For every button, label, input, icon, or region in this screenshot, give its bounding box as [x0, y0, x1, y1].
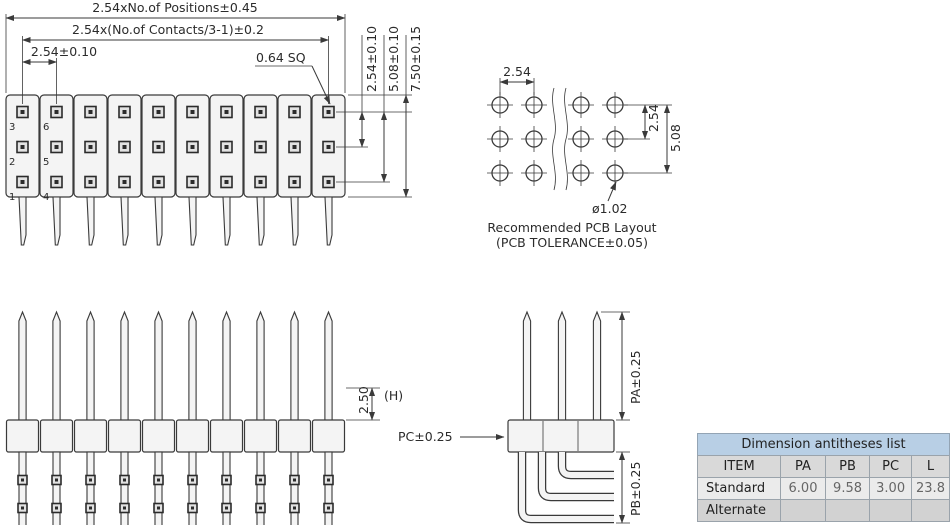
cell-standard-pc: 3.00 — [869, 477, 912, 500]
dim-pa-label: PA±0.25 — [628, 350, 643, 404]
dim-body-height-label: 7.50±0.15 — [408, 26, 423, 92]
pcb-caption-line1: Recommended PCB Layout — [487, 220, 656, 235]
table-row-standard: Standard 6.00 9.58 3.00 23.8 — [696, 477, 950, 500]
pcb-h-pitch-label: 2.54 — [503, 64, 531, 79]
dim-pin-square-label: 0.64 SQ — [256, 50, 306, 65]
front-view: 3 6 2 5 1 4 2.54xNo.of Positions±0.45 2.… — [5, 0, 423, 246]
front-view-pin-tails — [18, 196, 333, 246]
pcb-holes — [486, 91, 629, 187]
front-view-body — [5, 94, 346, 198]
dim-row-span-label: 5.08±0.10 — [386, 26, 401, 92]
col-header-pa: PA — [780, 455, 826, 478]
cell-standard-l: 23.8 — [911, 477, 950, 500]
pin-number-4: 4 — [43, 192, 49, 203]
pcb-v-span-label: 5.08 — [668, 124, 683, 152]
col-header-l: L — [911, 455, 950, 478]
break-line-left — [552, 87, 556, 191]
cell-alternate-pa — [780, 499, 826, 522]
cell-alternate-item: Alternate — [696, 499, 782, 522]
col-header-pc: PC — [869, 455, 912, 478]
hole-dia-label: ø1.02 — [592, 201, 627, 216]
cell-alternate-pc — [869, 499, 912, 522]
pin-square-leader — [311, 65, 331, 105]
dim-pc-label: PC±0.25 — [398, 429, 453, 444]
dim-pitch-label: 2.54±0.10 — [31, 44, 97, 59]
dimension-table: Dimension antitheses list ITEM PA PB PC … — [696, 433, 950, 522]
right-angle-body — [507, 419, 615, 453]
side-view: 2.50 (H) — [7, 312, 403, 525]
col-header-item: ITEM — [696, 455, 782, 478]
dim-positions-label: 2.54xNo.of Positions±0.45 — [92, 0, 258, 15]
dimension-grid: ITEM PA PB PC L Standard 6.00 9.58 3.00 … — [696, 455, 950, 522]
pcb-caption-line2: (PCB TOLERANCE±0.05) — [496, 235, 648, 250]
hole-dia-leader — [607, 181, 617, 202]
pcb-v-pitch-label: 2.54 — [646, 104, 661, 132]
side-tail-note-label: (H) — [384, 388, 403, 403]
dim-row-spacing-label: 2.54±0.10 — [364, 26, 379, 92]
table-header-row: ITEM PA PB PC L — [696, 455, 950, 478]
pcb-layout-view: 2.54 2.54 5.08 ø1.02 Recommended PCB Lay… — [486, 64, 683, 250]
col-header-pb: PB — [824, 455, 871, 478]
dim-contacts-label: 2.54x(No.of Contacts/3-1)±0.2 — [72, 22, 264, 37]
pin-number-3: 3 — [9, 122, 15, 133]
cell-standard-pa: 6.00 — [780, 477, 826, 500]
right-angle-view: PA±0.25 PB±0.25 PC±0.25 — [398, 311, 643, 524]
pin-number-5: 5 — [43, 157, 49, 168]
cell-alternate-l — [911, 499, 950, 522]
table-row-alternate: Alternate — [696, 499, 950, 522]
pin-number-1: 1 — [9, 192, 15, 203]
dim-pb-label: PB±0.25 — [628, 462, 643, 516]
cell-standard-pb: 9.58 — [824, 477, 871, 500]
cell-standard-item: Standard — [696, 477, 782, 500]
cell-alternate-pb — [824, 499, 871, 522]
pin-number-2: 2 — [9, 157, 15, 168]
side-tail-dim-label: 2.50 — [356, 386, 371, 414]
pin-number-6: 6 — [43, 122, 49, 133]
break-line-right — [564, 87, 568, 191]
pin-number-labels: 3 6 2 5 1 4 — [9, 122, 49, 203]
table-title: Dimension antitheses list — [697, 433, 950, 455]
bent-pins — [517, 452, 614, 524]
